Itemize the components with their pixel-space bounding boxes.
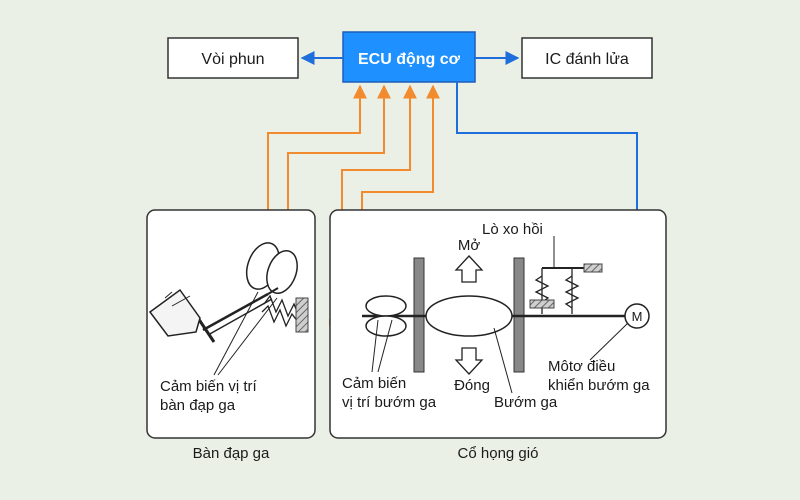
return-spring-right: [564, 275, 580, 309]
motor-label-2: khiển bướm ga: [548, 377, 650, 394]
pedal-sensor-ellipse-2: [266, 250, 298, 294]
throttle-sensor-ellipse-2: [365, 315, 407, 337]
pedal-wall: [295, 297, 309, 333]
pedal-caption: Bàn đạp ga: [193, 445, 270, 462]
motor-symbol: M: [632, 309, 643, 324]
throttle-box: Mở Đóng Lò xo hồi M Cảm biến vị trí bướm…: [329, 209, 667, 439]
pedal-spring: [263, 294, 299, 318]
ecu-box: ECU động cơ: [342, 31, 476, 83]
pedal-box: Cảm biến vị trí bàn đạp ga: [146, 209, 316, 439]
foot-shape: [148, 288, 201, 337]
motor-label-1: Môtơ điều: [548, 358, 615, 375]
pedal-sensor-line-1: [267, 84, 367, 242]
throttle-sensor-label-2: vị trí bướm ga: [342, 394, 437, 411]
throttle-sensor-ellipse-1: [365, 295, 407, 317]
pedal-arm: [202, 292, 269, 332]
ignition-box: IC đánh lửa: [521, 37, 653, 79]
open-arrow-icon: [454, 255, 484, 283]
open-label: Mở: [458, 237, 480, 254]
injector-label: Vòi phun: [201, 51, 264, 68]
motor-icon: [624, 303, 650, 329]
pedal-sensor-label-1: Cảm biến vị trí: [160, 378, 258, 395]
pedal-sensor-label-2: bàn đạp ga: [160, 397, 236, 414]
close-label: Đóng: [454, 377, 490, 394]
ignition-label: IC đánh lửa: [545, 51, 629, 68]
injector-box: Vòi phun: [167, 37, 299, 79]
throttle-valve: [425, 295, 513, 337]
close-arrow-icon: [454, 347, 484, 375]
pedal-sensor-line-2: [287, 84, 391, 248]
pedal-plate: [196, 317, 216, 343]
ecu-label: ECU động cơ: [358, 51, 461, 68]
return-spring-left: [534, 275, 550, 303]
throttle-caption: Cổ họng gió: [458, 445, 539, 462]
valve-label: Bướm ga: [494, 394, 558, 411]
throttle-sensor-label-1: Cảm biến: [342, 375, 406, 392]
spring-label: Lò xo hồi: [482, 221, 543, 238]
